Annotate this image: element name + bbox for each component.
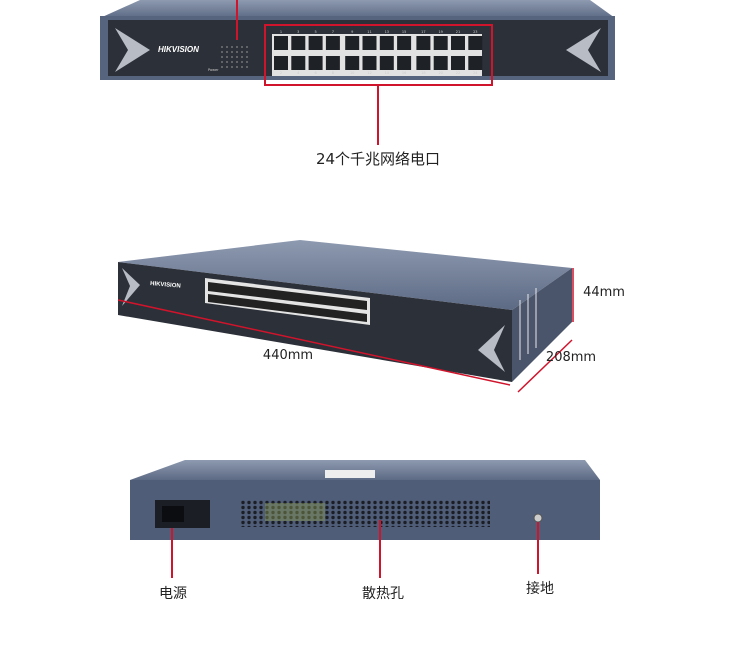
- led-indicator: [231, 61, 233, 63]
- led-indicator: [221, 51, 223, 53]
- status-leds: Power: [208, 46, 248, 72]
- rj45-port: [416, 36, 431, 50]
- depth-dimension-line: [517, 339, 573, 393]
- port-number: 4: [297, 71, 300, 75]
- led-indicator: [246, 56, 248, 58]
- ports-callout-label: 24个千兆网络电口: [315, 150, 441, 168]
- port-number: 5: [314, 30, 316, 34]
- rj45-port: [291, 56, 306, 70]
- led-indicator: [246, 46, 248, 48]
- port-number: 12: [367, 71, 371, 75]
- led-indicator: [236, 51, 238, 53]
- led-indicator: [236, 46, 238, 48]
- led-indicator: [231, 51, 233, 53]
- rj45-port: [468, 56, 483, 70]
- port-number: 18: [421, 71, 425, 75]
- port-number: 7: [332, 30, 334, 34]
- rj45-port: [325, 56, 340, 70]
- rj45-port: [416, 56, 431, 70]
- led-indicator: [231, 66, 233, 68]
- vent-label: 散热孔: [362, 586, 404, 602]
- led-indicator: [241, 66, 243, 68]
- switch-front-view: 123456789101112131415161718192021222324 …: [100, 0, 615, 145]
- port-number: 6: [314, 71, 316, 75]
- port-number: 22: [456, 71, 460, 75]
- rj45-port: [308, 36, 323, 50]
- port-number: 3: [297, 30, 299, 34]
- rj45-port: [345, 56, 360, 70]
- brand-logo: HIKVISION: [158, 45, 199, 54]
- rj45-port: [379, 36, 394, 50]
- led-indicator: [246, 66, 248, 68]
- switch-rear-view: [130, 460, 600, 578]
- port-number: 14: [385, 71, 390, 75]
- rj45-port: [397, 56, 412, 70]
- port-number: 10: [350, 71, 354, 75]
- rj45-port: [291, 36, 306, 50]
- port-number: 21: [456, 30, 460, 34]
- led-indicator: [226, 56, 228, 58]
- port-number: 8: [332, 71, 334, 75]
- rj45-port: [433, 56, 448, 70]
- rj45-port: [362, 56, 377, 70]
- port-number: 11: [367, 30, 371, 34]
- rj45-port: [451, 56, 465, 70]
- led-indicator: [226, 46, 228, 48]
- led-indicator: [226, 51, 228, 53]
- led-indicator: [221, 46, 223, 48]
- port-number: 1: [280, 30, 282, 34]
- rj45-port: [345, 36, 360, 50]
- led-indicator: [221, 56, 223, 58]
- rj45-port: [274, 36, 288, 50]
- port-number: 16: [402, 71, 406, 75]
- led-indicator: [221, 61, 223, 63]
- width-dimension-line: [117, 299, 511, 386]
- port-number: 13: [385, 30, 389, 34]
- led-indicator: [236, 56, 238, 58]
- led-indicator: [226, 61, 228, 63]
- ground-screw: [533, 513, 543, 523]
- port-number: 19: [438, 30, 442, 34]
- rj45-port: [433, 36, 448, 50]
- brand-logo: HIKVISION: [150, 281, 181, 290]
- led-indicator: [241, 51, 243, 53]
- ground-label: 接地: [526, 581, 554, 597]
- port-number: 23: [473, 30, 477, 34]
- depth-label: 208mm: [545, 350, 597, 365]
- led-indicator: [236, 66, 238, 68]
- led-indicator: [236, 61, 238, 63]
- rj45-port: [451, 36, 465, 50]
- led-indicator: [246, 61, 248, 63]
- power-label: 电源: [159, 586, 187, 602]
- port-number: 24: [473, 71, 478, 75]
- rj45-port: [379, 56, 394, 70]
- port-number: 2: [280, 71, 282, 75]
- led-indicator: [221, 66, 223, 68]
- height-label: 44mm: [583, 285, 625, 300]
- led-indicator: [226, 66, 228, 68]
- led-indicator: [241, 56, 243, 58]
- led-indicator: [246, 51, 248, 53]
- rj45-port: [274, 56, 288, 70]
- rj45-port: [397, 36, 412, 50]
- led-indicator: [241, 61, 243, 63]
- vent-holes: [240, 500, 490, 527]
- port-number: 15: [402, 30, 406, 34]
- led-indicator: [231, 56, 233, 58]
- left-bracket-arrow: [115, 28, 150, 72]
- switch-perspective-view: HIKVISION: [117, 240, 574, 393]
- rj45-port: [468, 36, 483, 50]
- power-led-label: Power: [208, 68, 219, 72]
- port-number: 9: [351, 30, 353, 34]
- rj45-port: [308, 56, 323, 70]
- port-number: 20: [438, 71, 442, 75]
- led-indicator: [231, 46, 233, 48]
- right-bracket-arrow: [566, 28, 601, 72]
- width-label: 440mm: [262, 348, 314, 363]
- rj45-port: [325, 36, 340, 50]
- led-indicator: [241, 46, 243, 48]
- port-number: 17: [421, 30, 425, 34]
- rj45-port: [362, 36, 377, 50]
